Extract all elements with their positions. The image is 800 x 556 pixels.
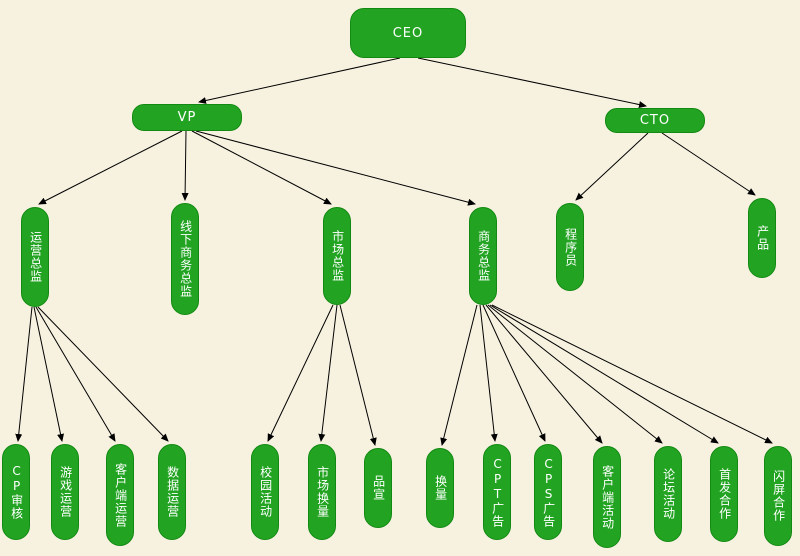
edge-vp-marketing-director [191, 130, 332, 205]
node-market-exchange-label: 市场换量 [315, 466, 330, 518]
edge-vp-ops-director [38, 130, 183, 205]
node-splash-partnership-label: 闪屏合作 [771, 470, 786, 522]
node-cp-review: CP审核 [2, 444, 30, 540]
node-product-label: 产品 [755, 225, 770, 251]
node-product: 产品 [748, 198, 776, 278]
edge-marketing-branding [339, 304, 377, 446]
node-marketing-director-label: 市场总监 [330, 230, 345, 282]
edge-ops-client-ops [35, 306, 116, 442]
node-vp: VP [132, 104, 242, 131]
node-market-exchange: 市场换量 [308, 444, 336, 540]
node-exchange-label: 换量 [433, 475, 448, 501]
node-branding-label: 品宣 [371, 475, 386, 501]
edge-marketing-campus-events [267, 304, 334, 442]
node-launch-partnership: 首发合作 [710, 446, 738, 542]
node-client-events: 客户端活动 [593, 446, 621, 548]
node-vp-label: VP [177, 110, 197, 125]
node-biz-director-label: 商务总监 [476, 230, 491, 282]
edge-biz-client-events [485, 304, 603, 444]
node-campus-events: 校园活动 [251, 444, 279, 540]
node-offline-biz-director: 线下商务总监 [171, 203, 199, 315]
node-ops-director: 运营总监 [21, 207, 49, 307]
node-client-ops: 客户端运营 [106, 444, 134, 546]
node-exchange: 换量 [426, 448, 454, 528]
node-client-events-label: 客户端活动 [600, 464, 615, 530]
node-game-ops: 游戏运营 [51, 444, 79, 540]
edge-biz-exchange [440, 304, 478, 446]
node-data-ops: 数据运营 [158, 444, 186, 540]
node-cpt-ads-label: CPT广告 [490, 456, 505, 528]
edge-biz-splash-partnership [491, 304, 773, 444]
edge-vp-biz-director [195, 130, 476, 206]
edge-ops-data-ops [37, 306, 169, 442]
edge-ops-cp-review [15, 306, 33, 442]
edge-ops-game-ops [33, 306, 64, 442]
edge-ceo-cto [417, 57, 647, 108]
node-programmer: 程序员 [556, 203, 584, 291]
node-campus-events-label: 校园活动 [258, 466, 273, 518]
node-ceo: CEO [350, 8, 466, 58]
node-branding: 品宣 [364, 448, 392, 528]
node-splash-partnership: 闪屏合作 [764, 446, 792, 546]
node-forum-events: 论坛活动 [654, 446, 682, 542]
node-programmer-label: 程序员 [563, 227, 578, 267]
node-cto: CTO [605, 108, 705, 133]
node-forum-events-label: 论坛活动 [661, 468, 676, 520]
node-biz-director: 商务总监 [469, 207, 497, 305]
node-cps-ads: CPS广告 [534, 444, 562, 540]
node-game-ops-label: 游戏运营 [58, 466, 73, 518]
node-ceo-label: CEO [392, 25, 424, 41]
edge-cto-programmer [575, 132, 649, 201]
node-ops-director-label: 运营总监 [28, 231, 43, 283]
node-cpt-ads: CPT广告 [483, 444, 511, 540]
node-cp-review-label: CP审核 [9, 464, 24, 520]
edge-biz-launch-partnership [489, 304, 719, 444]
node-launch-partnership-label: 首发合作 [717, 468, 732, 520]
node-marketing-director: 市场总监 [323, 207, 351, 305]
edge-vp-offline-biz-director [181, 130, 189, 201]
edge-biz-cpt-ads [479, 304, 498, 442]
edge-marketing-market-exchange [318, 304, 338, 442]
node-cto-label: CTO [639, 113, 671, 128]
edge-biz-cps-ads [482, 304, 546, 442]
node-cps-ads-label: CPS广告 [541, 456, 556, 528]
edge-ceo-vp [198, 57, 401, 104]
node-offline-biz-director-label: 线下商务总监 [178, 220, 193, 298]
node-data-ops-label: 数据运营 [165, 466, 180, 518]
node-client-ops-label: 客户端运营 [113, 462, 128, 528]
edge-biz-forum-events [487, 304, 663, 444]
edge-cto-product [661, 132, 756, 196]
